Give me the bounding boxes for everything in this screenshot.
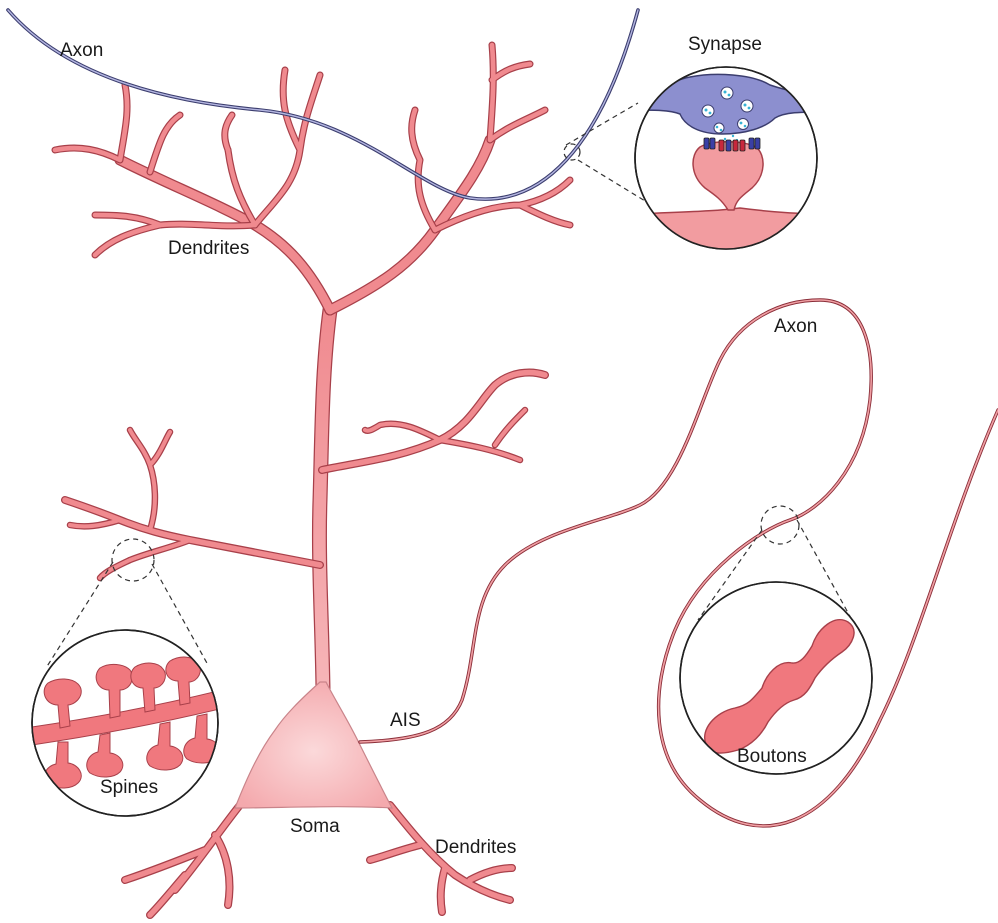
- label-dendrites-bottom: Dendrites: [435, 837, 516, 858]
- label-axon-right: Axon: [774, 316, 817, 337]
- label-spines: Spines: [100, 777, 158, 798]
- left-middle-dendrite: [65, 430, 320, 578]
- right-middle-dendrite: [322, 372, 545, 470]
- label-boutons: Boutons: [737, 746, 807, 767]
- label-soma: Soma: [290, 816, 340, 837]
- label-axon-top: Axon: [60, 40, 103, 61]
- axon-loop: [360, 300, 998, 826]
- boutons-inset: [680, 506, 872, 774]
- synapse-inset: [564, 67, 830, 260]
- label-dendrites-top: Dendrites: [168, 238, 249, 259]
- label-synapse: Synapse: [688, 34, 762, 55]
- presynaptic-axon: [8, 10, 638, 199]
- spines-inset: [25, 539, 232, 816]
- label-ais: AIS: [390, 710, 421, 731]
- soma: [235, 682, 392, 808]
